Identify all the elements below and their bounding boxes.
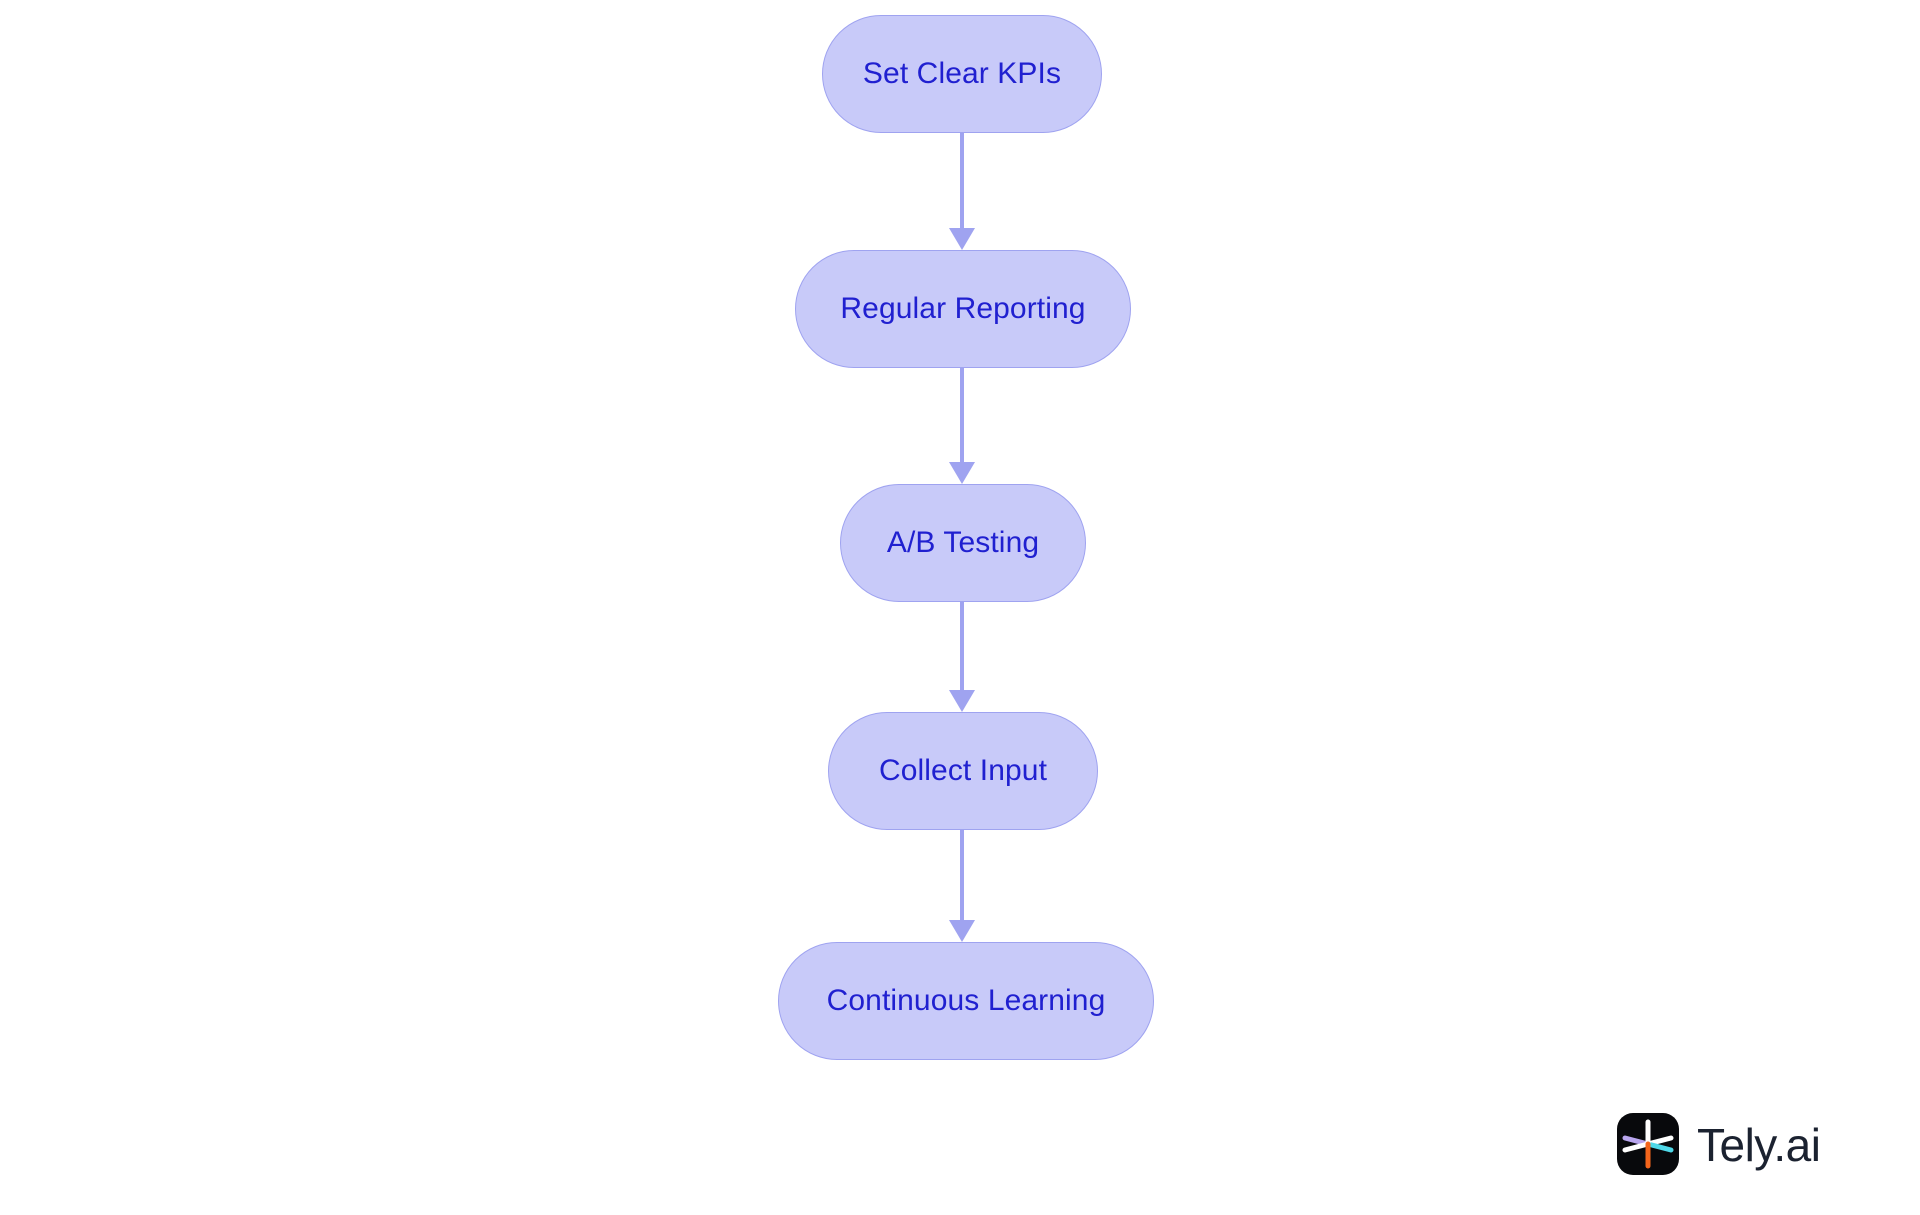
connector-arrow-0 (949, 133, 975, 250)
tely-starburst-icon (1617, 1113, 1679, 1175)
connector-arrow-3 (949, 830, 975, 942)
flow-node-label: A/B Testing (886, 526, 1040, 559)
flow-node-label: Collect Input (878, 754, 1048, 787)
flow-node-label: Set Clear KPIs (862, 57, 1062, 90)
flow-node-continuous-learning[interactable]: Continuous Learning (778, 942, 1154, 1060)
tely-starburst-svg (1622, 1119, 1674, 1169)
flow-node-label: Regular Reporting (840, 292, 1086, 325)
connector-arrow-2 (949, 602, 975, 712)
flow-node-collect-input[interactable]: Collect Input (828, 712, 1098, 830)
flow-node-label: Continuous Learning (826, 984, 1106, 1017)
flow-node-regular-reporting[interactable]: Regular Reporting (795, 250, 1131, 368)
flow-node-ab-testing[interactable]: A/B Testing (840, 484, 1086, 602)
brand-logo: Tely.ai (1617, 1113, 1821, 1175)
connector-arrow-1 (949, 368, 975, 484)
brand-wordmark: Tely.ai (1697, 1119, 1821, 1171)
flow-node-set-clear-kpis[interactable]: Set Clear KPIs (822, 15, 1102, 133)
